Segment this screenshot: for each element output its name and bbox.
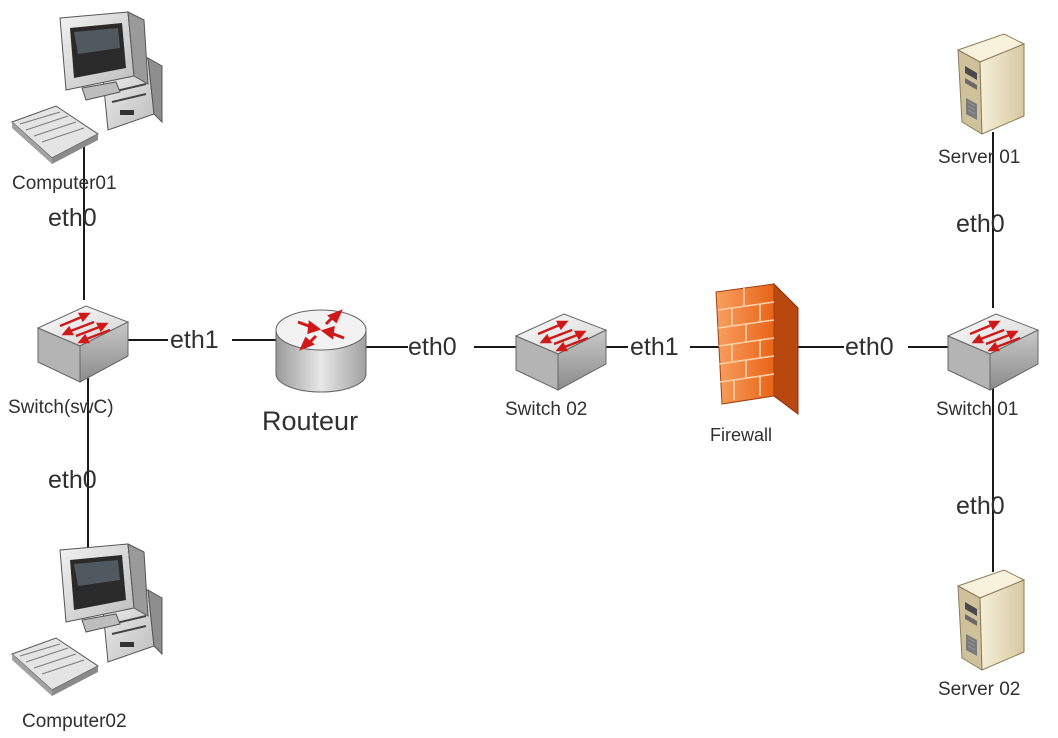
- server-icon: [956, 569, 1026, 671]
- router-icon: [275, 309, 367, 393]
- router-switch02-eth-label: eth0: [408, 333, 457, 361]
- switchc-label: Switch(swC): [8, 397, 114, 418]
- computer-icon: [11, 543, 163, 696]
- router-label: Routeur: [262, 406, 359, 436]
- server-icon: [956, 33, 1026, 135]
- computer02-eth-label: eth0: [48, 466, 97, 494]
- computer01-eth-label: eth0: [48, 204, 97, 232]
- firewall-switch01-eth-label: eth0: [845, 333, 894, 361]
- links: [83, 132, 994, 572]
- computer02-label: Computer02: [22, 711, 127, 732]
- server02-eth-label: eth0: [956, 492, 1005, 520]
- switch02-label: Switch 02: [505, 399, 588, 420]
- switchc-router-eth-label: eth1: [170, 326, 219, 354]
- switch-icon: [514, 313, 608, 391]
- switch01-label: Switch 01: [936, 399, 1019, 420]
- switch-icon: [946, 313, 1040, 391]
- server02-label: Server 02: [938, 679, 1021, 700]
- firewall-icon: [715, 282, 799, 415]
- server01-eth-label: eth0: [956, 210, 1005, 238]
- server01-label: Server 01: [938, 147, 1021, 168]
- firewall-label: Firewall: [710, 425, 773, 445]
- switch-icon: [36, 305, 130, 383]
- switch02-firewall-eth-label: eth1: [630, 333, 679, 361]
- computer-icon: [11, 11, 163, 164]
- computer01-label: Computer01: [12, 173, 117, 194]
